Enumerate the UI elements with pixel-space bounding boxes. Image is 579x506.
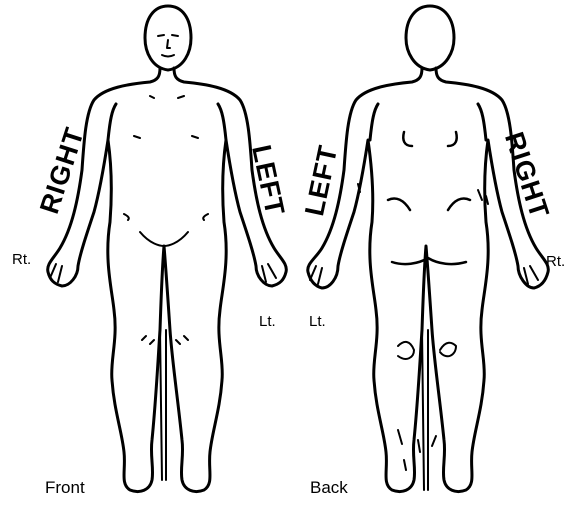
front-head-outline [145, 6, 191, 70]
front-face-features [158, 35, 178, 57]
back-waist-details [388, 198, 470, 264]
back-view-label: Back [310, 478, 348, 498]
back-right-hand-label: Rt. [546, 253, 565, 270]
back-shoulder-blades [403, 132, 456, 146]
front-view-label: Front [45, 478, 85, 498]
back-arm-inner-lines [370, 104, 486, 140]
back-left-hand-label: Lt. [309, 313, 326, 330]
back-body-figure [308, 6, 549, 492]
front-left-hand-label: Lt. [259, 313, 276, 330]
front-body-figure [48, 6, 287, 492]
front-torso-details [124, 96, 208, 246]
back-elbow-details [358, 184, 488, 204]
back-head-outline [406, 6, 454, 70]
front-arm-inner-lines [108, 104, 226, 140]
front-right-hand-label: Rt. [12, 251, 31, 268]
